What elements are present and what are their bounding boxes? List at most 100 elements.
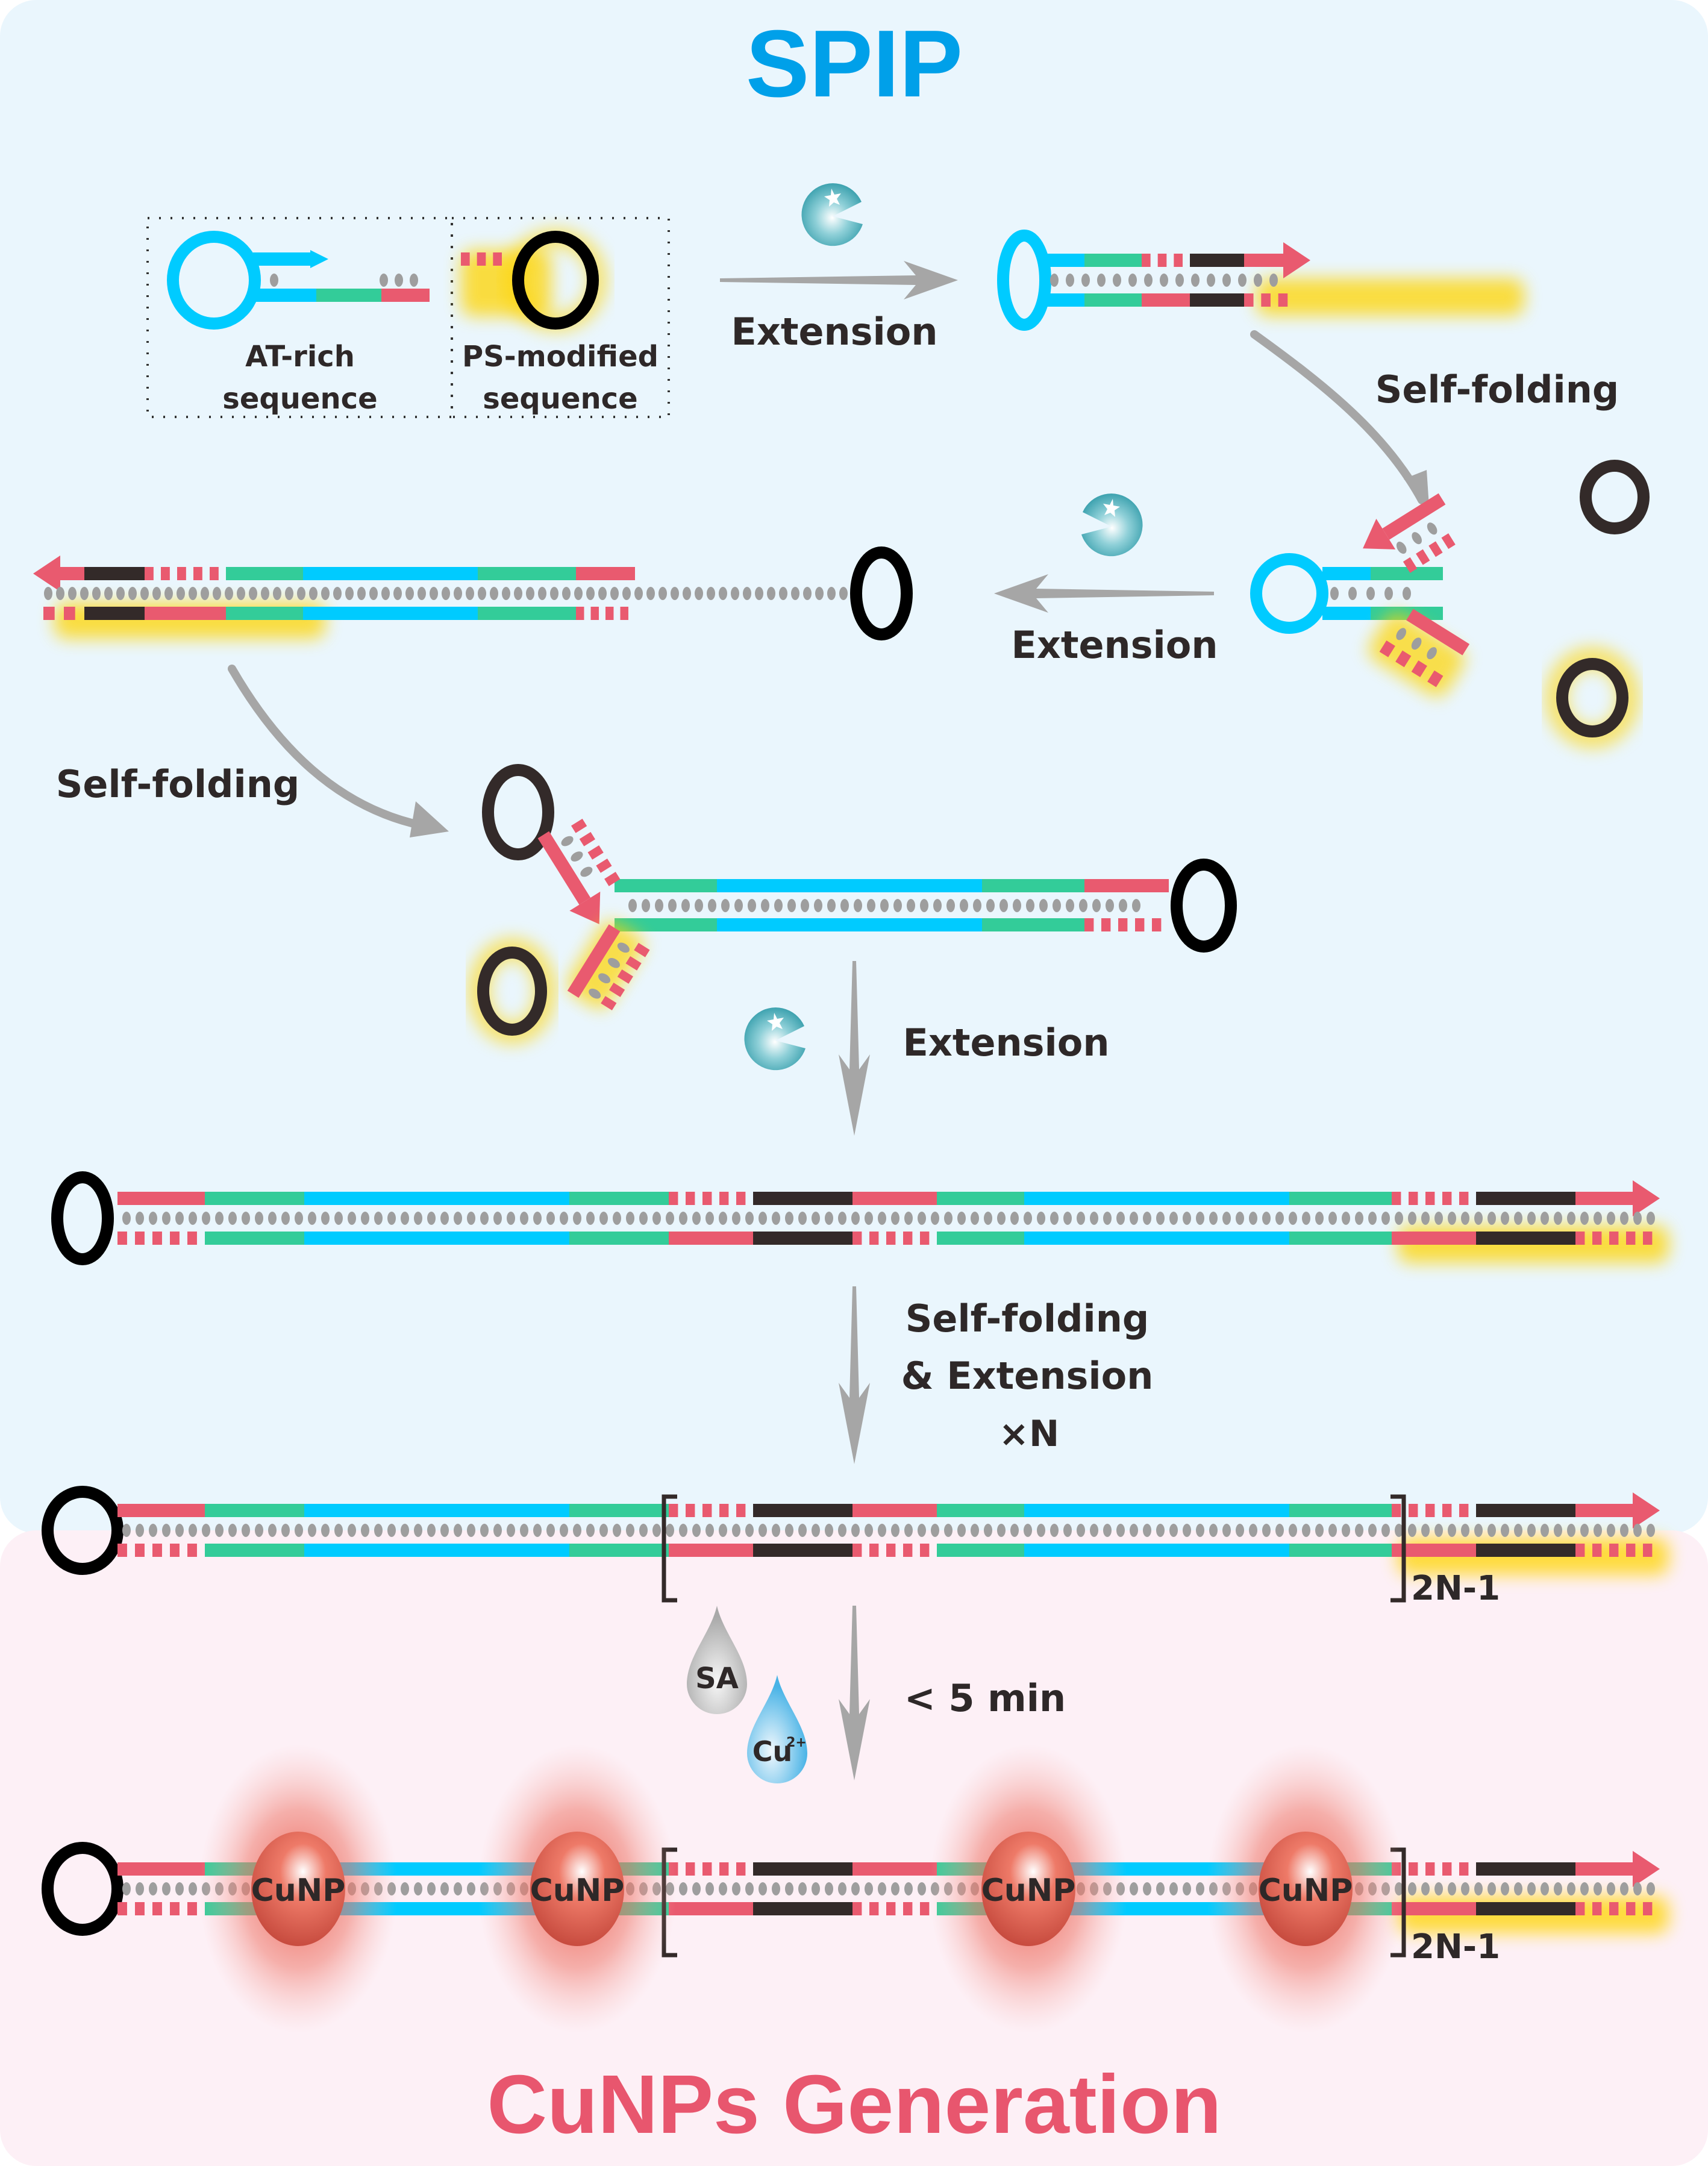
base-pair-dot: [997, 1212, 1006, 1225]
dashed-strand-segment: [187, 1902, 197, 1915]
strand-segment: [569, 1192, 669, 1205]
cunp-particle: [530, 1832, 624, 1946]
base-pair-dot: [1474, 1212, 1483, 1225]
base-pair-dot: [442, 587, 450, 600]
base-pair-dot: [973, 899, 981, 912]
curved-process-arrow: [228, 665, 426, 830]
base-pair-dot: [1501, 1212, 1509, 1225]
strand-segment: [852, 1504, 937, 1517]
base-pair-dot: [1408, 1882, 1416, 1895]
base-pair-dot: [918, 1882, 926, 1895]
strand-segment: [937, 1232, 1024, 1245]
strand-segment: [937, 1192, 1024, 1205]
base-pair-dot: [268, 1212, 277, 1225]
base-pair-dot: [946, 899, 955, 912]
strand-segment: [1289, 1232, 1392, 1245]
base-pair-dot: [599, 1212, 608, 1225]
dashed-strand-segment: [736, 1504, 746, 1517]
base-pair-dot: [514, 587, 522, 600]
base-pair-dot: [162, 1882, 170, 1895]
dashed-strand-segment: [1609, 1232, 1619, 1245]
base-pair-dot: [719, 1882, 727, 1895]
base-pair-dot: [907, 899, 915, 912]
base-pair-dot: [1487, 1524, 1496, 1537]
dashed-strand-segment: [1152, 918, 1162, 931]
base-pair-dot: [1130, 1882, 1138, 1895]
base-pair-dot: [1050, 1524, 1059, 1537]
strand-segment: [937, 1544, 1024, 1557]
strand-segment: [567, 924, 621, 998]
strand-segment: [1476, 1862, 1575, 1876]
base-pair-dot: [732, 1212, 740, 1225]
dashed-strand-segment: [852, 1902, 862, 1915]
base-pair-dot: [550, 587, 558, 600]
strand-segment: [304, 1504, 569, 1517]
base-pair-dot: [1633, 1882, 1642, 1895]
base-pair-dot: [707, 587, 715, 600]
base-pair-dot: [1594, 1882, 1602, 1895]
ps-loop: [850, 546, 913, 640]
base-pair-dot: [361, 1212, 369, 1225]
base-pair-dot: [731, 587, 739, 600]
base-pair-dot: [1580, 1212, 1589, 1225]
dashed-strand-segment: [161, 567, 170, 580]
strand-segment: [569, 1544, 669, 1557]
strand-segment: [1024, 1192, 1289, 1205]
base-pair-dot: [745, 1882, 754, 1895]
strand-arrowhead: [569, 891, 601, 924]
template-hairpin: [146, 217, 670, 418]
cunp-particle: [981, 1832, 1075, 1946]
ps-modified-label-line2: sequence: [483, 382, 637, 416]
base-pair-dot: [92, 587, 101, 600]
base-pair-dot: [865, 1524, 873, 1537]
base-pair-dot: [732, 1524, 740, 1537]
base-pair-dot: [571, 851, 583, 862]
strand-segment: [304, 1192, 569, 1205]
base-pair-dot: [533, 1524, 542, 1537]
dashed-strand-segment: [686, 1504, 695, 1517]
strand-segment: [753, 1504, 852, 1517]
base-pair-dot: [1355, 1524, 1363, 1537]
dashed-strand-segment: [736, 1192, 746, 1205]
base-pair-dot: [825, 1882, 833, 1895]
strand-segment: [537, 831, 591, 905]
base-pair-dot: [904, 1882, 913, 1895]
base-pair-dot: [122, 1212, 131, 1225]
droplet-shape: [687, 1606, 747, 1714]
primer-arrowhead: [310, 250, 328, 268]
base-pair-dot: [759, 1524, 767, 1537]
base-pair-dot: [136, 1882, 144, 1895]
base-pair-dot: [334, 1212, 343, 1225]
strand-segment: [1244, 254, 1286, 267]
base-pair-dot: [1487, 1882, 1496, 1895]
dashed-strand-segment: [1244, 293, 1254, 307]
base-pair-dot: [812, 1882, 820, 1895]
dashed-strand-segment: [461, 252, 470, 266]
base-pair-dot: [374, 1212, 383, 1225]
base-pair-dot: [839, 587, 848, 600]
strand-segment: [982, 918, 1084, 931]
strand-segment: [982, 879, 1084, 892]
base-pair-dot: [268, 1524, 277, 1537]
base-pair-dot: [228, 1212, 237, 1225]
base-pair-dot: [520, 1212, 528, 1225]
base-pair-dot: [1175, 274, 1184, 287]
base-pair-dot: [68, 587, 77, 600]
base-pair-dot: [1633, 1212, 1642, 1225]
base-pair-dot: [1647, 1212, 1655, 1225]
base-pair-dot: [1580, 1882, 1589, 1895]
base-pair-dot: [598, 587, 607, 600]
base-pair-dot: [732, 1882, 740, 1895]
base-pair-dot: [1269, 274, 1278, 287]
base-pair-dot: [791, 587, 799, 600]
strand-segment: [1382, 493, 1446, 540]
dashed-strand-segment: [1403, 557, 1418, 573]
base-pair-dot: [1607, 1524, 1615, 1537]
dashed-strand-segment: [1643, 1232, 1653, 1245]
base-pair-dot: [745, 1212, 754, 1225]
base-pair-dot: [933, 899, 942, 912]
base-pair-dot: [395, 274, 403, 287]
dashed-strand-segment: [1379, 640, 1395, 657]
base-pair-dot: [671, 587, 679, 600]
base-pair-dot: [175, 1524, 184, 1537]
